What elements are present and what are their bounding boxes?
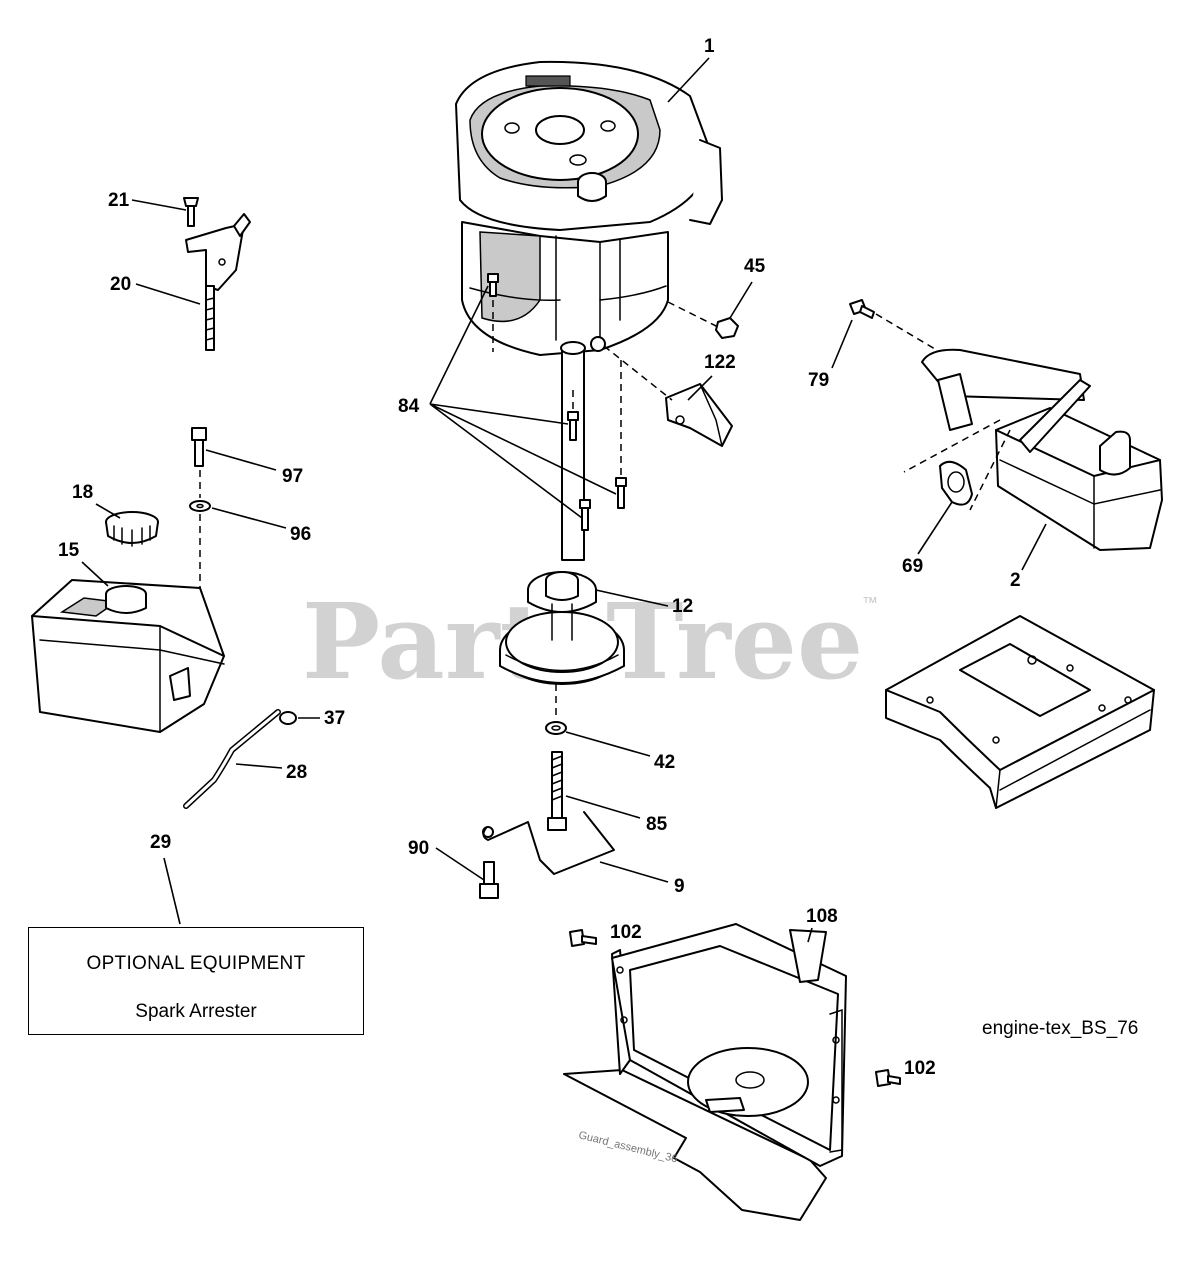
callout-108: 108 <box>806 906 838 927</box>
callout-85: 85 <box>646 814 668 835</box>
leader-21 <box>131 199 187 211</box>
leader-79 <box>831 319 853 369</box>
callout-18: 18 <box>72 482 93 503</box>
leader-29 <box>163 857 181 925</box>
clamp-part-37[interactable] <box>279 711 297 725</box>
leader-12 <box>595 589 669 607</box>
leader-85 <box>565 795 641 819</box>
leader-2 <box>1021 523 1047 571</box>
callout-102-upper: 102 <box>610 922 642 943</box>
screw-part-97[interactable] <box>191 427 207 467</box>
fuel-cap-part-18[interactable] <box>105 511 159 547</box>
fuel-tank-part-15[interactable] <box>31 579 225 733</box>
dashed-line-45 <box>667 301 721 329</box>
diagram-reference: engine-tex_BS_76 <box>982 1018 1138 1039</box>
rod-part-9[interactable] <box>482 811 615 875</box>
bolt-part-79[interactable] <box>849 299 875 319</box>
dashed-lines-84 <box>492 300 622 476</box>
screw-part-102-upper[interactable] <box>569 929 597 947</box>
callout-122: 122 <box>704 352 736 373</box>
callout-1: 1 <box>704 36 715 57</box>
leader-84 <box>429 285 617 519</box>
leader-1 <box>667 57 710 103</box>
screw-part-21[interactable] <box>183 197 199 227</box>
callout-84: 84 <box>398 396 420 417</box>
engine-mounting-plate <box>885 615 1155 809</box>
callout-20: 20 <box>110 274 131 295</box>
dashed-line-79 <box>875 313 941 353</box>
leader-18 <box>95 503 121 519</box>
washer-part-42[interactable] <box>545 721 567 735</box>
callout-21: 21 <box>108 190 130 211</box>
gasket-part-69[interactable] <box>939 460 973 506</box>
callout-97: 97 <box>282 466 303 487</box>
guard-stamp: Guard_assembly_36 <box>577 1129 678 1165</box>
leader-108 <box>807 927 813 943</box>
screw-part-102-lower[interactable] <box>875 1069 901 1087</box>
callout-79: 79 <box>808 370 829 391</box>
leader-69 <box>917 501 953 555</box>
leader-90 <box>435 847 485 881</box>
watermark-trademark: ™ <box>862 595 878 612</box>
guard-part-108[interactable]: Guard_assembly_36 <box>563 923 847 1221</box>
leader-20 <box>135 283 201 305</box>
callout-28: 28 <box>286 762 307 783</box>
bolt-part-84[interactable] <box>487 273 627 531</box>
dashed-lines-muffler <box>903 419 1011 511</box>
pulley-part-12[interactable] <box>499 571 625 685</box>
leader-96 <box>211 507 287 529</box>
bolt-part-85[interactable] <box>547 751 567 831</box>
muffler-part-2[interactable] <box>921 348 1163 551</box>
leader-15 <box>81 561 109 587</box>
callout-12: 12 <box>672 596 693 617</box>
callout-96: 96 <box>290 524 311 545</box>
callout-102-lower: 102 <box>904 1058 936 1079</box>
callout-15: 15 <box>58 540 80 561</box>
nut-part-45[interactable] <box>715 317 739 339</box>
leader-97 <box>205 449 277 471</box>
callout-29: 29 <box>150 832 171 853</box>
leader-28 <box>235 763 283 769</box>
leader-9 <box>599 861 669 883</box>
callout-37: 37 <box>324 708 345 729</box>
optional-equipment-box: OPTIONAL EQUIPMENT Spark Arrester <box>28 927 364 1035</box>
bracket-part-122[interactable] <box>665 383 733 447</box>
engine-part-1[interactable] <box>455 60 723 561</box>
bracket-part-20[interactable] <box>185 213 251 351</box>
callout-90: 90 <box>408 838 429 859</box>
callout-2: 2 <box>1010 570 1021 591</box>
dashed-line-122 <box>603 345 673 401</box>
leader-122 <box>687 375 713 401</box>
callout-42: 42 <box>654 752 675 773</box>
callout-69: 69 <box>902 556 923 577</box>
bolt-part-90[interactable] <box>479 861 499 899</box>
leader-42 <box>565 731 651 757</box>
leader-45 <box>729 281 753 319</box>
optional-equipment-item[interactable]: Spark Arrester <box>135 1001 257 1022</box>
fuel-hose-part-28[interactable] <box>183 709 281 809</box>
washer-part-96[interactable] <box>189 500 211 512</box>
optional-equipment-title: OPTIONAL EQUIPMENT <box>86 953 306 974</box>
callout-9: 9 <box>674 876 685 897</box>
callout-45: 45 <box>744 256 766 277</box>
